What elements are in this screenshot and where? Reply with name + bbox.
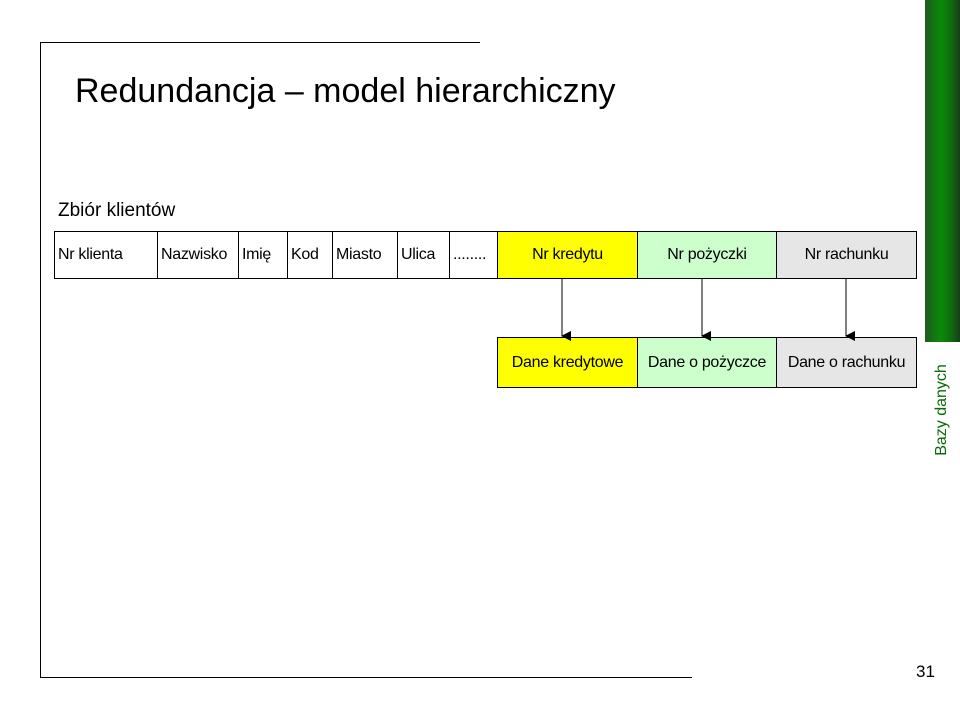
field-nr-kredytu: Nr kredytu	[497, 231, 638, 279]
slide-frame-bottom	[40, 677, 692, 678]
field-nr-klienta: Nr klienta	[54, 231, 158, 279]
slide-frame-left	[40, 42, 41, 678]
record-set-label: Zbiór klientów	[58, 200, 176, 221]
slide-frame-top	[40, 42, 480, 43]
field-imie: Imię	[238, 231, 288, 279]
slide-title: Redundancja – model hierarchiczny	[75, 72, 616, 110]
child-dane-o-pozyczce: Dane o pożyczce	[637, 337, 777, 388]
field-miasto: Miasto	[332, 231, 398, 279]
field-ellipsis: ........	[449, 231, 498, 279]
field-ulica: Ulica	[397, 231, 450, 279]
child-dane-kredytowe: Dane kredytowe	[497, 337, 638, 388]
child-dane-o-rachunku: Dane o rachunku	[776, 337, 917, 388]
field-nr-rachunku: Nr rachunku	[776, 231, 917, 279]
page-number: 31	[916, 662, 935, 681]
side-accent-bar	[925, 0, 960, 342]
